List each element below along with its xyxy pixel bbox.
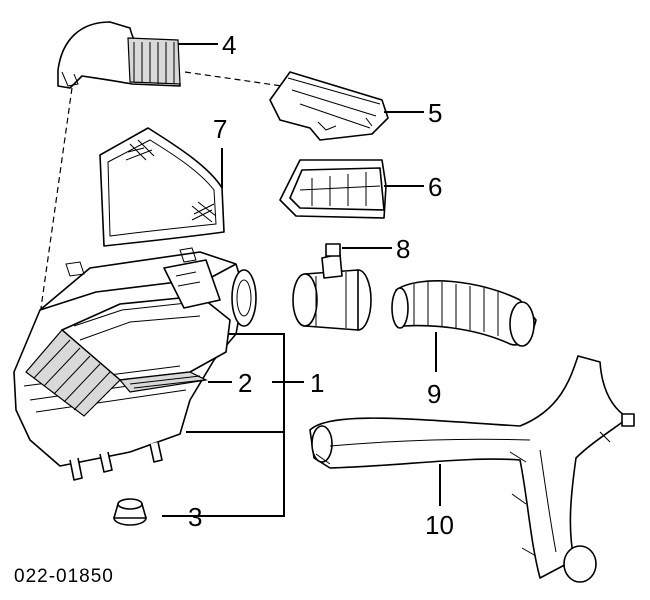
alignment-dashed-line-left (39, 87, 73, 316)
part-7-filter-cover (99, 127, 225, 247)
callout-8: 8 (396, 234, 410, 264)
leader-lines (162, 43, 441, 517)
callout-3: 3 (188, 502, 202, 532)
leader-1-bracket (162, 333, 285, 517)
callout-2: 2 (238, 368, 252, 398)
part-8-air-mass-meter (292, 243, 372, 331)
callout-7: 7 (213, 114, 227, 144)
part-10-y-intake-pipe (309, 355, 635, 583)
callout-4: 4 (222, 30, 236, 60)
part-6-intake-duct-piece (279, 159, 387, 219)
part-9-corrugated-hose (391, 280, 537, 347)
callout-1: 1 (310, 368, 324, 398)
part-4-intake-duct (57, 21, 181, 89)
diagram-reference-number: 022-01850 (14, 566, 114, 587)
callout-6: 6 (428, 172, 442, 202)
callout-10: 10 (425, 510, 454, 540)
part-1-air-cleaner-housing (13, 247, 257, 481)
part-5-air-guide (269, 71, 389, 141)
alignment-dashed-line-top (184, 71, 283, 87)
callout-5: 5 (428, 98, 442, 128)
part-2-filter-element (25, 329, 208, 417)
part-3-grommet (113, 498, 147, 526)
callout-numbers: 4 5 7 6 8 2 1 9 3 10 (188, 30, 454, 540)
callout-9: 9 (427, 379, 441, 409)
